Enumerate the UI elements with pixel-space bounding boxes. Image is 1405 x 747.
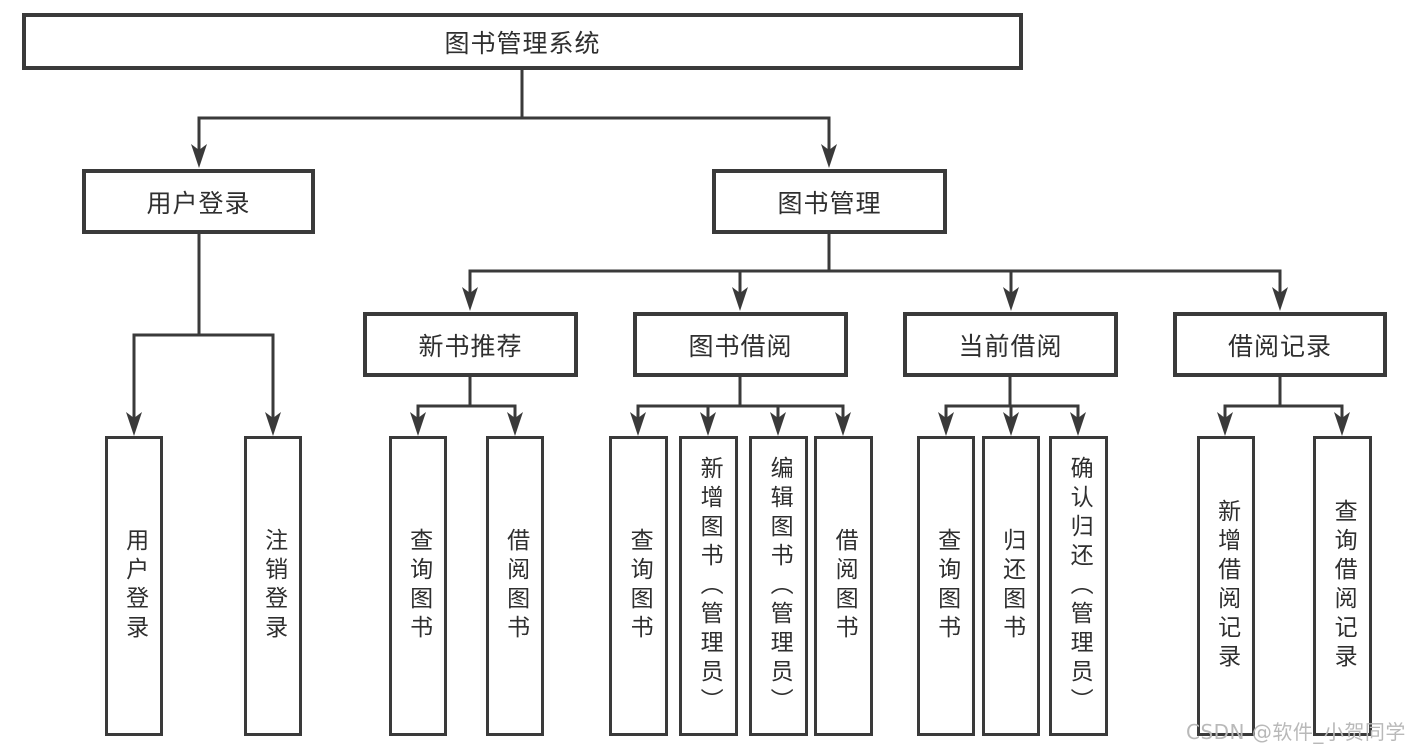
leaf-add-books-admin-label: 新增图书（管理员） bbox=[696, 455, 723, 717]
leaf-query-borrow-record: 查询借阅记录 bbox=[1313, 436, 1372, 736]
leaf-logout-label: 注销登录 bbox=[260, 528, 287, 644]
tree-edges bbox=[132, 67, 1344, 421]
leaf-borrow-books: 借阅图书 bbox=[814, 436, 873, 736]
node-current-borrowing: 当前借阅 bbox=[903, 312, 1118, 377]
node-root: 图书管理系统 bbox=[22, 13, 1023, 70]
node-book-management-branch: 图书管理 bbox=[712, 169, 947, 234]
leaf-add-borrow-record: 新增借阅记录 bbox=[1197, 436, 1255, 736]
node-borrowing-records-label: 借阅记录 bbox=[1227, 331, 1332, 361]
node-current-borrowing-label: 当前借阅 bbox=[958, 331, 1063, 361]
leaf-query-books-current: 查询图书 bbox=[917, 436, 975, 736]
leaf-logout: 注销登录 bbox=[244, 436, 302, 736]
node-new-book-recommend: 新书推荐 bbox=[363, 312, 578, 377]
leaf-query-books-borrow: 查询图书 bbox=[609, 436, 668, 736]
leaf-query-books-borrow-label: 查询图书 bbox=[626, 528, 653, 644]
leaf-borrow-books-label: 借阅图书 bbox=[831, 528, 858, 644]
node-book-borrowing: 图书借阅 bbox=[633, 312, 848, 377]
node-root-label: 图书管理系统 bbox=[444, 28, 601, 58]
node-user-login-label: 用户登录 bbox=[146, 188, 251, 218]
leaf-borrow-books-recommend-label: 借阅图书 bbox=[502, 528, 529, 644]
node-user-login-branch: 用户登录 bbox=[82, 169, 315, 234]
leaf-query-books-current-label: 查询图书 bbox=[933, 528, 960, 644]
leaf-return-books: 归还图书 bbox=[982, 436, 1040, 736]
node-borrowing-records: 借阅记录 bbox=[1173, 312, 1387, 377]
leaf-borrow-books-recommend: 借阅图书 bbox=[486, 436, 544, 736]
leaf-add-borrow-record-label: 新增借阅记录 bbox=[1213, 499, 1240, 673]
node-book-management-label: 图书管理 bbox=[777, 188, 882, 218]
leaf-add-books-admin: 新增图书（管理员） bbox=[679, 436, 738, 736]
leaf-edit-books-admin-label: 编辑图书（管理员） bbox=[766, 455, 793, 717]
leaf-user-login: 用户登录 bbox=[105, 436, 163, 736]
leaf-user-login-label: 用户登录 bbox=[121, 528, 148, 644]
leaf-return-books-label: 归还图书 bbox=[998, 528, 1025, 644]
leaf-query-books-recommend-label: 查询图书 bbox=[405, 528, 432, 644]
node-new-book-recommend-label: 新书推荐 bbox=[418, 331, 523, 361]
leaf-confirm-return-admin-label: 确认归还（管理员） bbox=[1066, 455, 1093, 717]
leaf-query-borrow-record-label: 查询借阅记录 bbox=[1330, 499, 1357, 673]
leaf-edit-books-admin: 编辑图书（管理员） bbox=[749, 436, 808, 736]
leaf-query-books-recommend: 查询图书 bbox=[389, 436, 447, 736]
node-book-borrowing-label: 图书借阅 bbox=[688, 331, 793, 361]
leaf-confirm-return-admin: 确认归还（管理员） bbox=[1049, 436, 1108, 736]
